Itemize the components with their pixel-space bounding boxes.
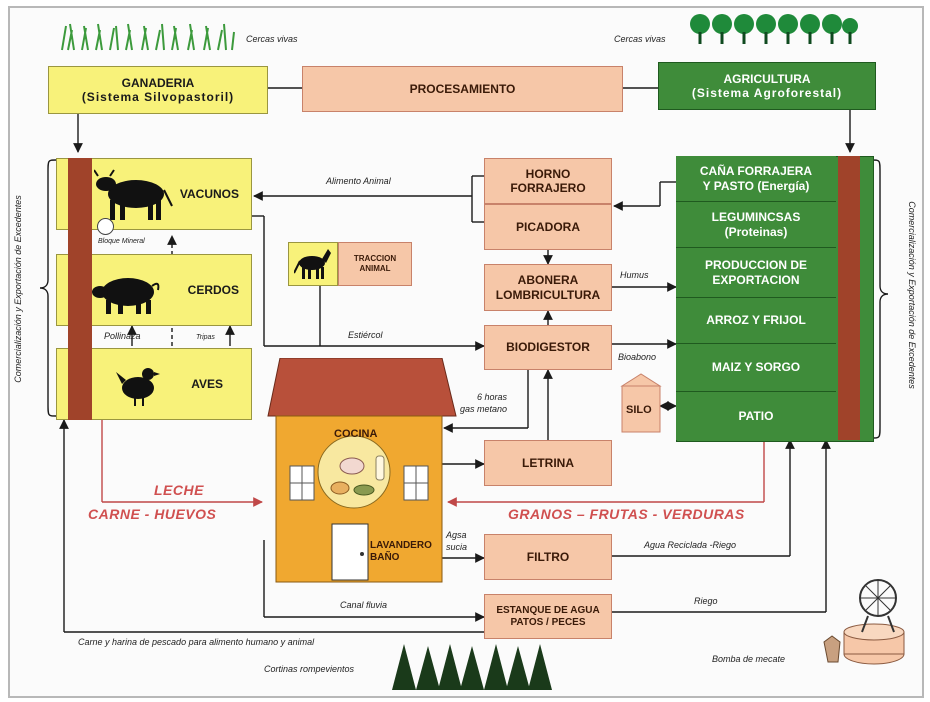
ganaderia-title: GANADERIA: [121, 75, 195, 90]
cocina-label: COCINA: [334, 428, 378, 440]
humus-label: Humus: [620, 270, 649, 280]
rope-pump-icon: [823, 579, 905, 665]
aves-label: AVES: [191, 376, 223, 391]
leche-label: LECHE: [154, 482, 204, 498]
biodigestor-box: BIODIGESTOR: [484, 325, 612, 370]
trees-icon: [690, 14, 858, 44]
agri-row-cana: CAÑA FORRAJERA Y PASTO (Energía): [676, 156, 836, 202]
house-icon: [267, 358, 457, 583]
carne-harina-label: Carne y harina de pescado para alimento …: [78, 637, 315, 647]
canal-fluvia-label: Canal fluvia: [340, 600, 388, 610]
bioabono-label: Bioabono: [618, 352, 657, 362]
carne-huevos-label: CARNE - HUEVOS: [88, 506, 217, 522]
horse-box: [288, 242, 338, 286]
abonera-lombricultura-box: ABONERA LOMBRICULTURA: [484, 264, 612, 311]
tripas-label: Tripas: [196, 334, 215, 341]
pig-icon: [92, 278, 160, 314]
cercas-vivas-left-label: Cercas vivas: [246, 34, 298, 44]
mineral-block-icon: [97, 218, 114, 235]
agua-sucia-label: Agsa sucia: [446, 530, 468, 552]
estiercol-label: Estiércol: [348, 330, 383, 340]
pollinaza-label: Pollinaza: [104, 331, 141, 341]
letrina-box: LETRINA: [484, 440, 612, 486]
ganaderia-box: GANADERIA (Sistema Silvopastoril): [48, 66, 268, 114]
agricultura-title: AGRICULTURA: [723, 71, 811, 86]
agricultura-subtitle: (Sistema Agroforestal): [691, 86, 843, 100]
agri-row-exportacion: PRODUCCION DE EXPORTACION: [676, 248, 836, 298]
horno-forrajero-box: HORNO FORRAJERO: [484, 158, 612, 204]
hen-icon: [116, 368, 160, 406]
cerdos-label: CERDOS: [187, 282, 239, 297]
cercas-vivas-right-label: Cercas vivas: [614, 34, 666, 44]
live-fence-bar-right: [838, 156, 860, 440]
traccion-animal-box: TRACCION ANIMAL: [338, 242, 412, 286]
estanque-box: ESTANQUE DE AGUA PATOS / PECES: [484, 594, 612, 639]
side-left-label: Comercialización y Exportación de Excede…: [13, 195, 23, 383]
agri-row-patio: PATIO: [676, 392, 836, 440]
agri-row-maiz: MAIZ Y SORGO: [676, 344, 836, 392]
filtro-box: FILTRO: [484, 534, 612, 580]
gas-metano-label: 6 horas gas metano: [460, 392, 508, 414]
bloque-mineral-label: Bloque Mineral: [98, 238, 145, 245]
windbreak-trees-icon: [392, 644, 552, 690]
picadora-box: PICADORA: [484, 204, 612, 250]
riego-label: Riego: [694, 596, 718, 606]
side-right-label: Comercialización y Exportación de Excede…: [907, 201, 917, 389]
agri-row-leguminosas: LEGUMINCSAS (Proteinas): [676, 202, 836, 248]
ganaderia-subtitle: (Sistema Silvopastoril): [81, 90, 235, 104]
agri-row-arroz: ARROZ Y FRIJOL: [676, 298, 836, 344]
procesamiento-box: PROCESAMIENTO: [302, 66, 623, 112]
agricultura-box: AGRICULTURA (Sistema Agroforestal): [658, 62, 876, 110]
alimento-animal-label: Alimento Animal: [326, 176, 391, 186]
lavandero-label: LAVANDERO BAÑO: [370, 540, 432, 563]
live-fence-bar-left: [68, 158, 92, 420]
horse-icon: [294, 249, 331, 279]
silo-label: SILO: [626, 404, 652, 416]
grass-icon: [61, 23, 235, 51]
agua-reciclada-label: Agua Reciclada -Riego: [644, 540, 737, 550]
cortinas-label: Cortinas rompevientos: [264, 664, 355, 674]
silo-icon: [620, 373, 662, 433]
bomba-label: Bomba de mecate: [712, 654, 786, 664]
vacunos-label: VACUNOS: [179, 186, 239, 201]
cow-icon: [94, 169, 173, 220]
granos-frutas-label: GRANOS – FRUTAS - VERDURAS: [508, 506, 745, 522]
